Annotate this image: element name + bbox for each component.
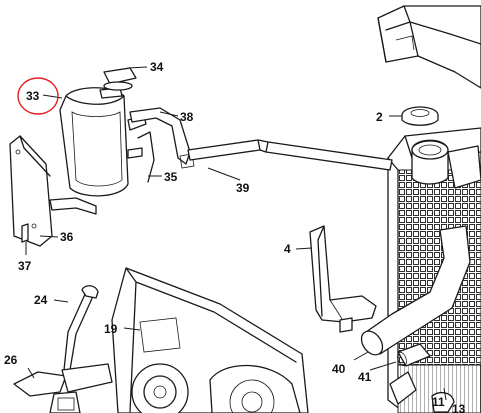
callout-35: 35 (164, 170, 178, 184)
highlight-circle (17, 77, 59, 115)
lower-hose (360, 225, 471, 413)
callout-38: 38 (180, 110, 194, 124)
leader-lines (25, 66, 447, 401)
callout-34: 34 (150, 60, 164, 74)
callout-11: 11 (432, 395, 445, 409)
sensor-bracket (13, 363, 113, 413)
tank-cap (103, 67, 137, 91)
callout-4: 4 (284, 242, 291, 256)
callout-19: 19 (104, 322, 118, 336)
fan-shroud (111, 267, 309, 413)
coolant-pipe (63, 285, 99, 371)
callout-39: 39 (236, 181, 250, 195)
callout-26: 26 (4, 353, 18, 367)
radiator-cap (401, 106, 439, 126)
overflow-hose (187, 139, 393, 171)
callout-13: 13 (452, 402, 466, 413)
callout-33: 33 (26, 89, 40, 103)
mounting-bracket (309, 225, 377, 333)
tank-bracket (9, 135, 97, 247)
air-duct (377, 5, 481, 89)
callout-40: 40 (332, 362, 346, 376)
callout-36: 36 (60, 230, 74, 244)
callout-41: 41 (358, 370, 372, 384)
expansion-tank (59, 87, 147, 197)
callout-37: 37 (18, 259, 32, 273)
callout-24: 24 (34, 293, 48, 307)
callout-labels: 33 34 38 35 39 36 37 2 4 19 24 26 40 41 … (4, 60, 466, 413)
callout-2: 2 (376, 110, 383, 124)
